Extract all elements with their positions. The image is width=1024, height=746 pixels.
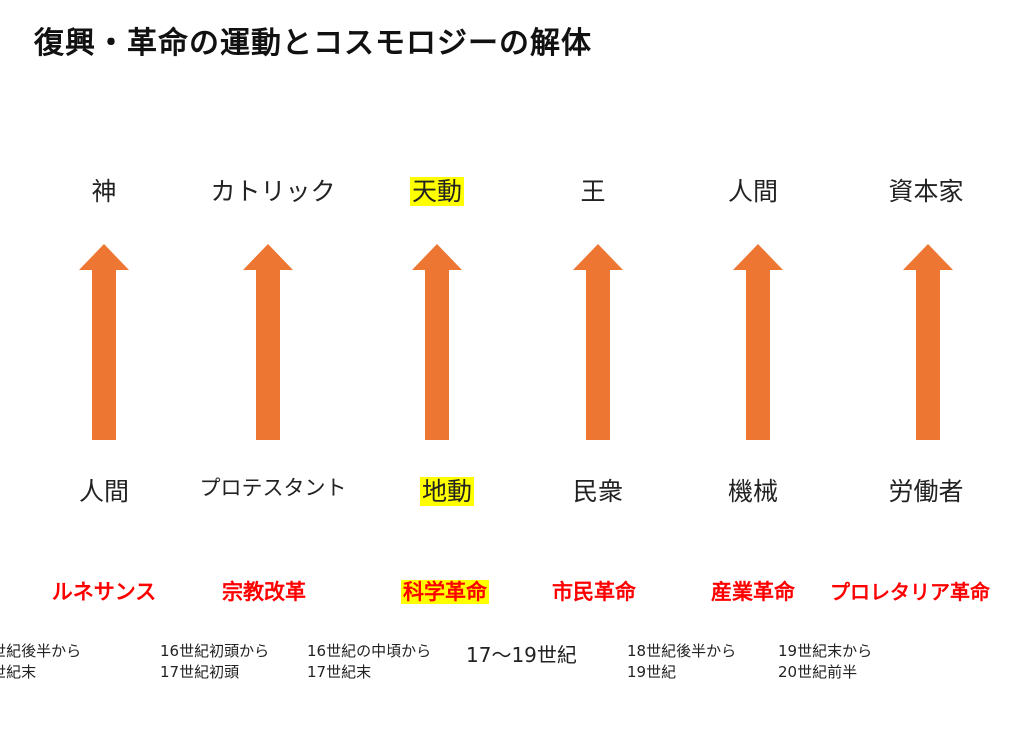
revolution-label: ルネサンス	[51, 580, 157, 604]
period-text: 14世紀後半から 16世紀末	[0, 642, 82, 681]
period-text: 19世紀末から 20世紀前半	[778, 642, 873, 681]
column-civil-revolution: 王 民衆 市民革命 17〜19世紀	[466, 0, 688, 746]
bottom-label: 人間	[78, 477, 129, 506]
revolution-label: 科学革命	[401, 580, 489, 604]
bottom-label: 民衆	[572, 477, 623, 506]
column-reformation: カトリック プロテスタント 宗教改革 16世紀初頭から 17世紀初頭	[160, 0, 358, 746]
column-renaissance: 神 人間 ルネサンス 14世紀後半から 16世紀末	[0, 0, 194, 746]
top-label: 人間	[727, 177, 778, 206]
column-scientific-revolution: 天動 地動 科学革命 16世紀の中頃から 17世紀末	[307, 0, 527, 746]
up-arrow-icon	[243, 244, 293, 440]
revolution-label: プロレタリア革命	[830, 580, 990, 604]
top-label: 神	[91, 177, 117, 206]
bottom-label: 労働者	[888, 477, 964, 506]
bottom-label: 地動	[419, 477, 474, 506]
revolution-label: 宗教改革	[222, 580, 306, 604]
column-proletarian-revolution: 資本家 労働者 プロレタリア革命 19世紀末から 20世紀前半	[778, 0, 1018, 746]
top-label: 王	[580, 177, 606, 206]
column-industrial-revolution: 人間 機械 産業革命 18世紀後半から 19世紀	[627, 0, 848, 746]
top-label: カトリック	[210, 177, 336, 206]
period-text: 16世紀の中頃から 17世紀末	[307, 642, 432, 681]
up-arrow-icon	[903, 244, 953, 440]
up-arrow-icon	[573, 244, 623, 440]
top-label: 天動	[409, 177, 464, 206]
revolution-label: 市民革命	[552, 580, 636, 604]
bottom-label: 機械	[727, 477, 778, 506]
up-arrow-icon	[79, 244, 129, 440]
period-text: 16世紀初頭から 17世紀初頭	[160, 642, 270, 681]
period-text: 18世紀後半から 19世紀	[627, 642, 737, 681]
up-arrow-icon	[733, 244, 783, 440]
up-arrow-icon	[412, 244, 462, 440]
bottom-label: プロテスタント	[199, 476, 347, 500]
top-label: 資本家	[888, 177, 964, 206]
period-text: 17〜19世紀	[466, 643, 577, 667]
revolution-label: 産業革命	[711, 580, 795, 604]
page-title: 復興・革命の運動とコスモロジーの解体	[34, 26, 592, 61]
